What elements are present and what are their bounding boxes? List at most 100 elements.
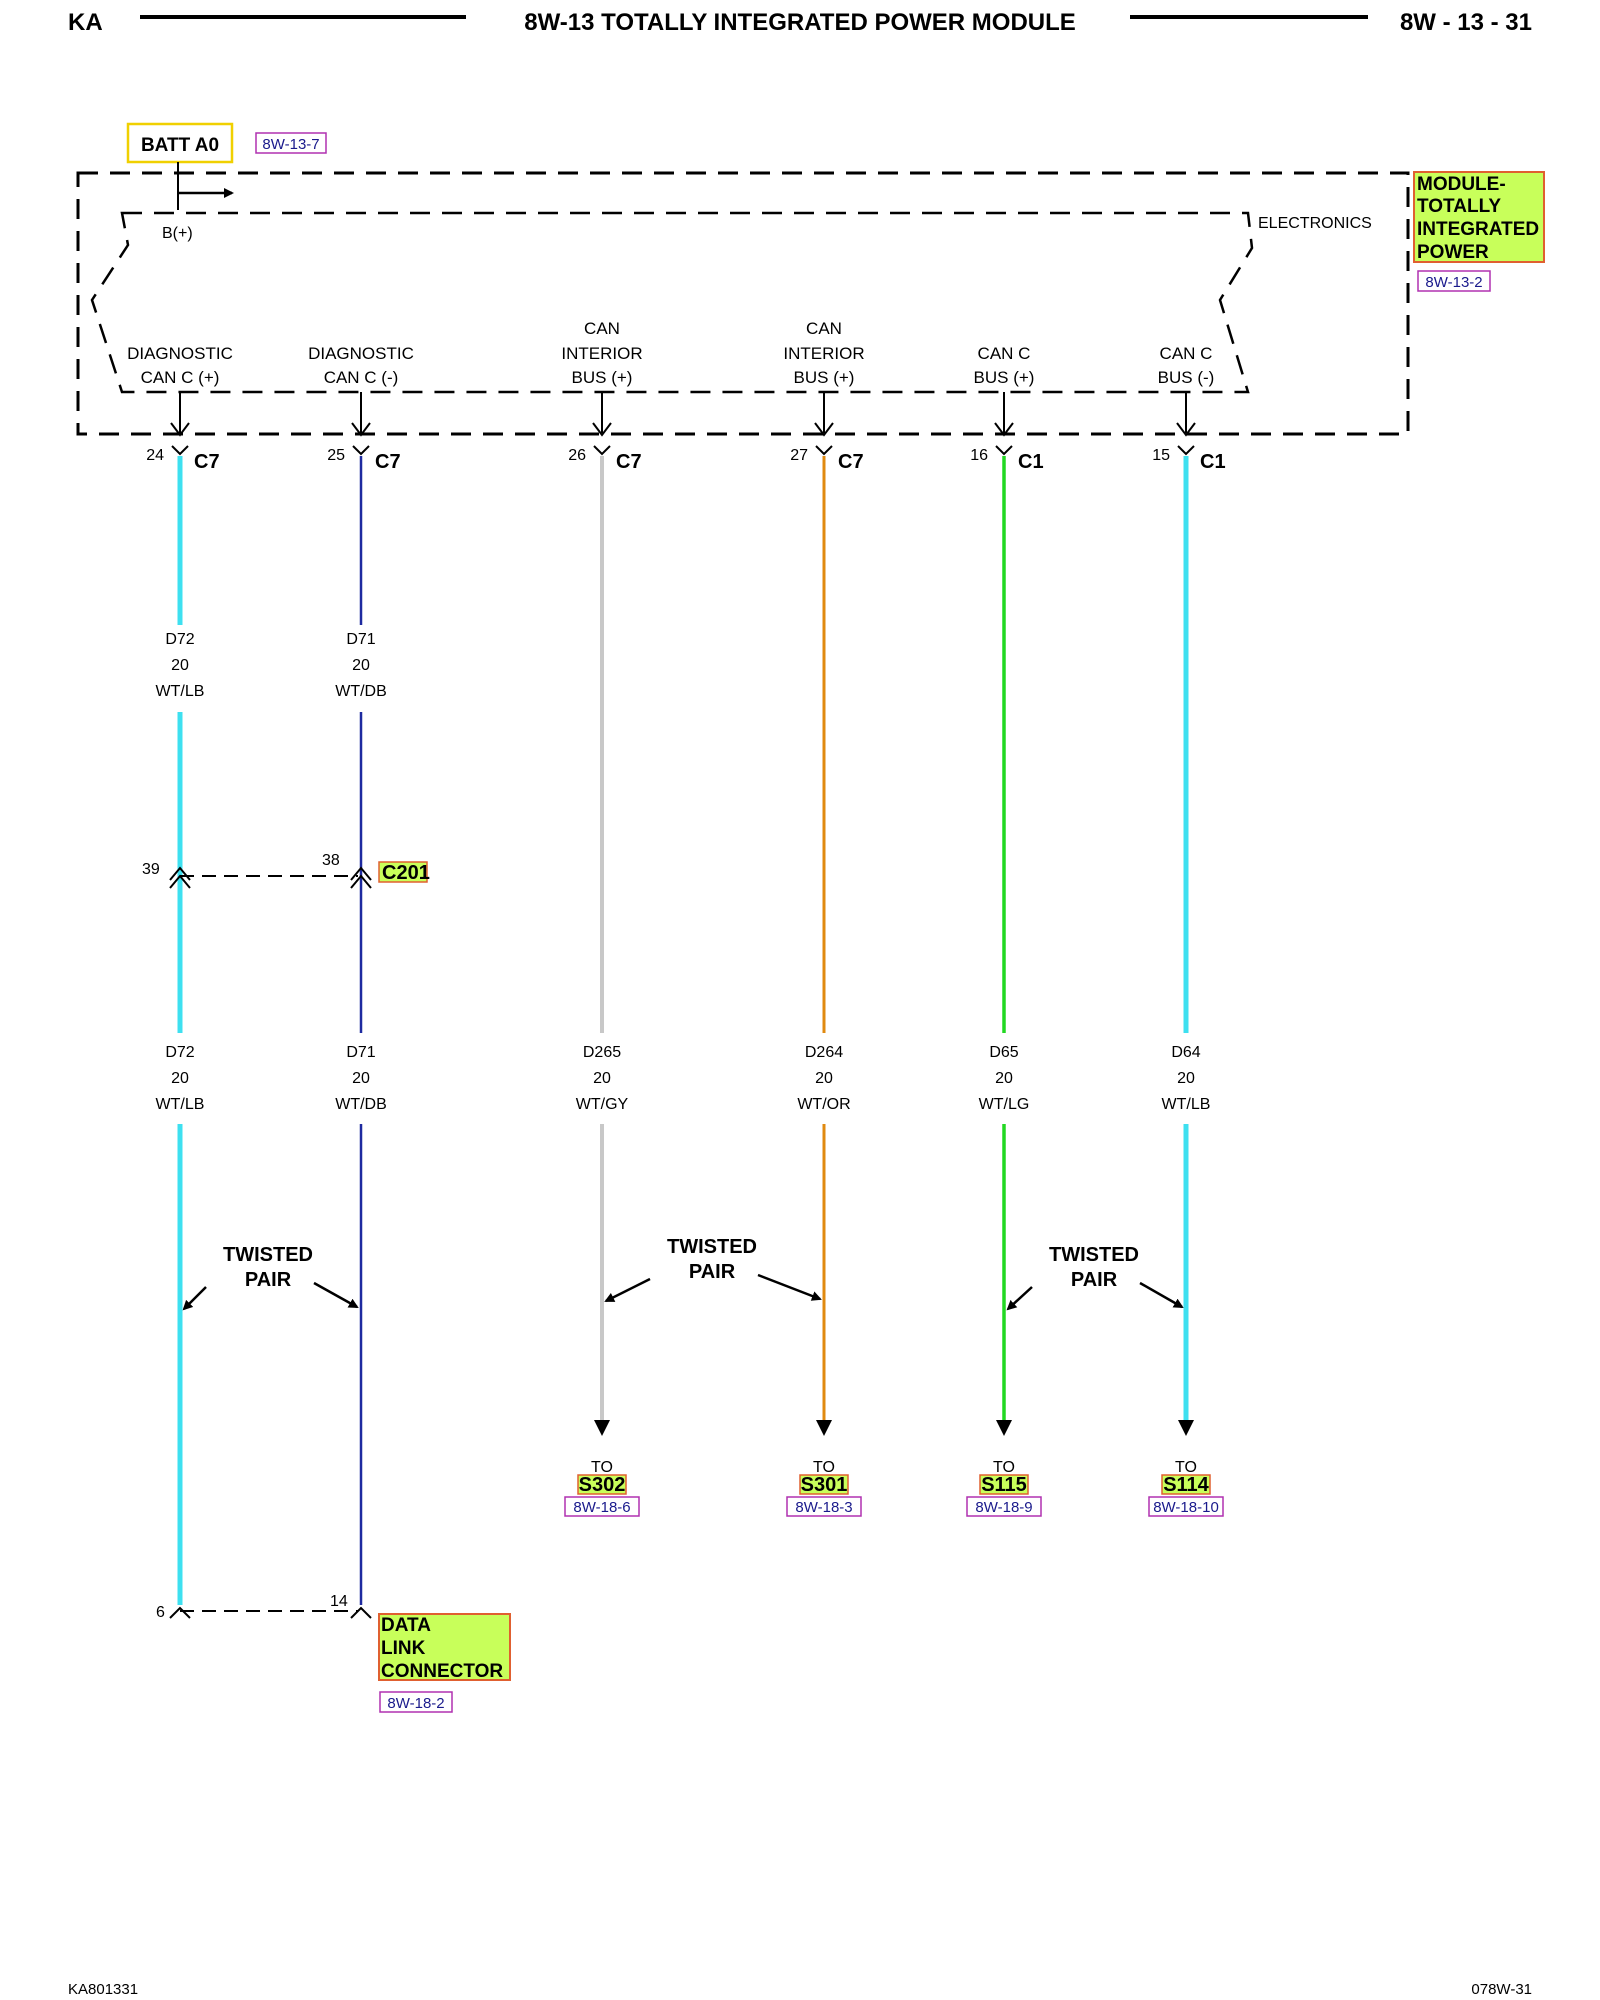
splice-ref-box[interactable] <box>966 1496 1042 1517</box>
twisted-pair-line-1: TWISTED <box>667 1236 757 1258</box>
splice-ref-box[interactable] <box>564 1496 640 1517</box>
twisted-pair-line-2: PAIR <box>689 1261 736 1283</box>
pin-symbol <box>1177 445 1195 456</box>
splice-to: TO <box>813 1459 835 1476</box>
module-name-line-1: MODULE- <box>1417 174 1506 195</box>
pin-symbol <box>171 445 189 456</box>
connector-label: C7 <box>375 451 401 473</box>
wire-circuit: D72 <box>165 631 194 648</box>
dlc-pin-right: 14 <box>330 1593 348 1610</box>
dlc-ref-box[interactable] <box>379 1691 453 1713</box>
splice-name-box[interactable] <box>799 1474 849 1495</box>
dlc-name-line-1: DATA <box>381 1615 431 1636</box>
splice-ref-link[interactable]: 8W-18-6 <box>573 1499 630 1516</box>
module-outline <box>76 171 1410 436</box>
splice-name: S302 <box>579 1474 626 1496</box>
wire-gauge: 20 <box>815 1070 833 1087</box>
electronics-outline <box>90 211 1254 394</box>
pin-number: 25 <box>327 447 345 464</box>
splice-name-box[interactable] <box>979 1474 1029 1495</box>
pin-number: 26 <box>568 447 586 464</box>
terminal-label-line: BUS (+) <box>794 368 855 387</box>
batt-ref-box[interactable] <box>255 132 327 154</box>
batt-pin-label: B(+) <box>162 225 193 242</box>
header-left: KA <box>68 9 103 36</box>
splice-ref-link[interactable]: 8W-18-10 <box>1153 1499 1219 1516</box>
wire-color: WT/LB <box>156 683 205 700</box>
dlc-ref-link[interactable]: 8W-18-2 <box>387 1695 444 1712</box>
c201-box[interactable] <box>378 861 428 883</box>
wire-circuit: D71 <box>346 1044 375 1061</box>
wire-circuit: D72 <box>165 1044 194 1061</box>
dlc-name-line-2: LINK <box>381 1638 426 1659</box>
module-name-line-2: TOTALLY <box>1417 196 1501 217</box>
twisted-pair-line-1: TWISTED <box>223 1244 313 1266</box>
module-name-box[interactable] <box>1413 171 1545 263</box>
dlc-pin-left-symbol <box>169 1606 191 1619</box>
page-title: 8W-13 TOTALLY INTEGRATED POWER MODULE <box>524 9 1076 36</box>
splice-ref-link[interactable]: 8W-18-3 <box>795 1499 852 1516</box>
wire-color: WT/GY <box>576 1096 629 1113</box>
twisted-pair-arrow-right <box>313 1281 359 1309</box>
splice-to: TO <box>993 1459 1015 1476</box>
wire-gauge: 20 <box>1177 1070 1195 1087</box>
module-ref-box[interactable] <box>1417 270 1491 292</box>
twisted-pair-line-1: TWISTED <box>1049 1244 1139 1266</box>
pin-number: 27 <box>790 447 808 464</box>
wire-color: WT/LB <box>156 1096 205 1113</box>
pin-number: 15 <box>1152 447 1170 464</box>
terminal-arrow <box>592 422 612 437</box>
footer-right: 078W-31 <box>1471 1981 1532 1998</box>
twisted-pair-arrow-left <box>1006 1286 1033 1311</box>
batt-box[interactable] <box>126 122 234 164</box>
splice-name: S301 <box>801 1474 848 1496</box>
connector-label: C1 <box>1200 451 1226 473</box>
terminal-label-line: DIAGNOSTIC <box>127 344 233 363</box>
splice-ref-box[interactable] <box>1148 1496 1224 1517</box>
dlc-box[interactable] <box>378 1613 511 1681</box>
twisted-pair-arrow-left <box>604 1277 651 1303</box>
wire-circuit: D71 <box>346 631 375 648</box>
terminal-label-line: INTERIOR <box>783 344 864 363</box>
terminal-arrow <box>170 422 190 437</box>
splice-name-box[interactable] <box>577 1474 627 1495</box>
terminal-arrow <box>1176 422 1196 437</box>
twisted-pair-callout: TWISTED PAIR <box>604 1236 822 1303</box>
terminal-label-line: BUS (+) <box>974 368 1035 387</box>
wire-color: WT/OR <box>797 1096 850 1113</box>
module-ref-link[interactable]: 8W-13-2 <box>1425 274 1482 291</box>
batt-ref-link[interactable]: 8W-13-7 <box>262 136 319 153</box>
wire-color: WT/LG <box>979 1096 1030 1113</box>
wire-color: WT/LB <box>1162 1096 1211 1113</box>
splice-ref-link[interactable]: 8W-18-9 <box>975 1499 1032 1516</box>
wire-gauge: 20 <box>171 657 189 674</box>
wires <box>177 456 1194 1605</box>
c201-pin-left-symbol <box>169 866 191 889</box>
splice-name-box[interactable] <box>1161 1474 1211 1495</box>
wire-gauge: 20 <box>352 657 370 674</box>
batt-label: BATT A0 <box>141 135 219 156</box>
splice-ref-box[interactable] <box>786 1496 862 1517</box>
pin-symbol <box>995 445 1013 456</box>
wire-gauge: 20 <box>593 1070 611 1087</box>
c201-pin-right: 38 <box>322 852 340 869</box>
splice-name: S114 <box>1163 1474 1209 1496</box>
c201-label: C201 <box>382 862 430 884</box>
wire-end-arrow <box>996 1420 1012 1436</box>
